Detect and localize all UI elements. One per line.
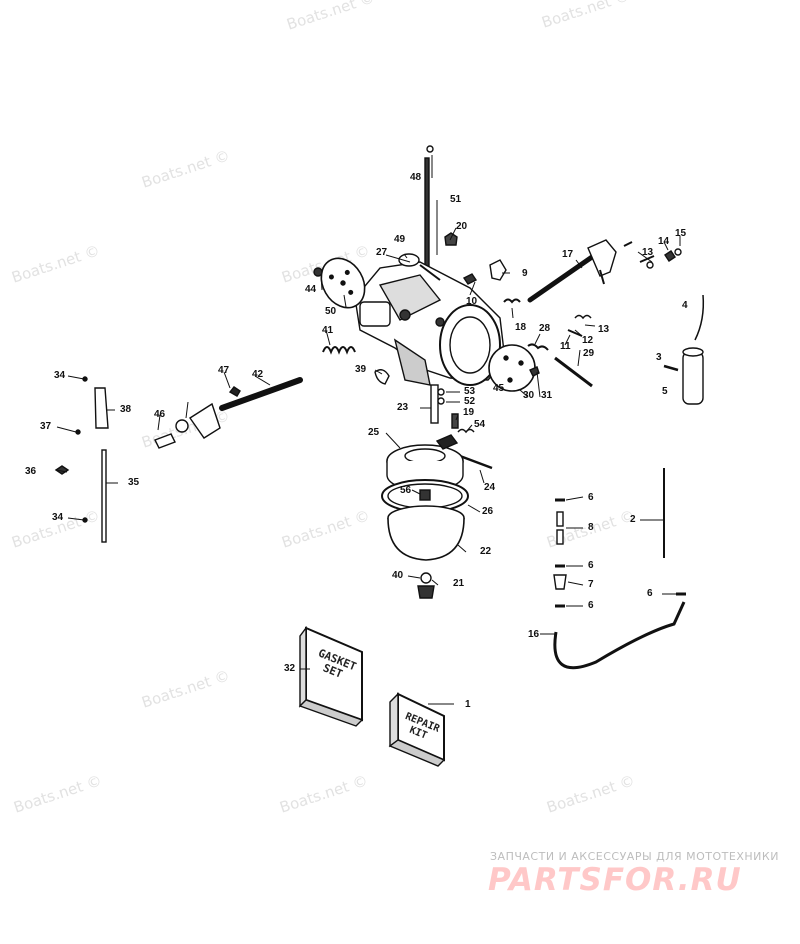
- callout-label: 6: [588, 560, 594, 571]
- diaphragm-part: [320, 257, 366, 309]
- bushing-part: [175, 419, 189, 433]
- callout-label: 29: [583, 348, 595, 359]
- callout-label: 16: [528, 629, 540, 640]
- screw-part: [154, 433, 176, 449]
- callout-label: 1: [465, 699, 471, 710]
- callout-label: 13: [598, 324, 610, 335]
- callout-label: 34: [54, 370, 66, 381]
- hose-part: [556, 511, 564, 527]
- tube-part: [430, 384, 439, 424]
- gasket-set-box: [298, 625, 364, 727]
- callout-label: 15: [675, 228, 687, 239]
- callout-label: 53: [464, 386, 476, 397]
- clip-part: [374, 369, 390, 385]
- shaft-part: [219, 377, 303, 411]
- needle-part: [554, 356, 593, 388]
- callout-label: 17: [562, 249, 574, 260]
- carburetor-body-part: [354, 261, 506, 386]
- fitting-part: [489, 259, 507, 281]
- callout-label: 31: [541, 390, 553, 401]
- hose-part: [553, 601, 686, 670]
- callout-label: 19: [463, 407, 475, 418]
- footer-subtitle: ЗАПЧАСТИ И АКСЕССУАРЫ ДЛЯ МОТОТЕХНИКИ: [490, 850, 779, 863]
- spring-part: [527, 343, 549, 351]
- callout-label: 27: [376, 247, 388, 258]
- pin-part: [459, 454, 493, 470]
- footer-logo: PARTSFOR.RU: [488, 862, 742, 898]
- callout-label: 45: [493, 383, 505, 394]
- callout-label: 10: [466, 296, 478, 307]
- callout-label: 56: [400, 485, 412, 496]
- callout-label: 47: [218, 365, 230, 376]
- callout-label: 12: [582, 335, 594, 346]
- callout-label: 42: [252, 369, 264, 380]
- callout-label: 54: [474, 419, 486, 430]
- callout-label: 35: [128, 477, 140, 488]
- callout-label: 34: [52, 512, 64, 523]
- drain-plug-part: [417, 585, 435, 599]
- link-wire-part: [694, 294, 705, 341]
- callout-label: 6: [588, 492, 594, 503]
- callout-label: 4: [682, 300, 688, 311]
- gasket-part: [462, 273, 478, 285]
- callout-label: 40: [392, 570, 404, 581]
- spring-part: [503, 298, 521, 304]
- callout-label: 48: [410, 172, 422, 183]
- callout-label: 9: [522, 268, 528, 279]
- callout-label: 52: [464, 396, 476, 407]
- callout-label: 23: [397, 402, 409, 413]
- callout-label: 51: [450, 194, 462, 205]
- leader-lines: [55, 155, 681, 705]
- callout-label: 25: [368, 427, 380, 438]
- callout-label: 26: [482, 506, 494, 517]
- clip-part: [228, 386, 241, 397]
- float-bowl-part: [387, 505, 465, 561]
- callout-label: 3: [656, 352, 662, 363]
- callout-label: 41: [322, 325, 334, 336]
- cylinder-part: [682, 351, 704, 405]
- lever-part: [189, 402, 221, 439]
- callout-label: 22: [480, 546, 492, 557]
- callout-label: 30: [523, 390, 535, 401]
- callout-label: 39: [355, 364, 367, 375]
- callout-label: 20: [456, 221, 468, 232]
- screw-part: [313, 267, 323, 277]
- callout-label: 36: [25, 466, 37, 477]
- callout-label: 24: [484, 482, 496, 493]
- callout-label: 32: [284, 663, 296, 674]
- callout-label: 7: [588, 579, 594, 590]
- callout-label: 6: [588, 600, 594, 611]
- jet-part: [419, 489, 431, 501]
- spring-part: [322, 346, 356, 355]
- bracket-part: [94, 387, 109, 429]
- repair-kit-box: [388, 692, 446, 767]
- callout-label: 28: [539, 323, 551, 334]
- callout-label: 2: [630, 514, 636, 525]
- callout-label: 6: [647, 588, 653, 599]
- callout-label: 44: [305, 284, 317, 295]
- callout-label: 14: [658, 236, 670, 247]
- hose-part: [556, 529, 564, 545]
- rod-part: [101, 449, 107, 543]
- fitting-part: [553, 574, 567, 590]
- pin-part: [663, 364, 679, 372]
- callout-label: 46: [154, 409, 166, 420]
- washer-part: [420, 572, 432, 584]
- callout-label: 5: [662, 386, 668, 397]
- callout-label: 38: [120, 404, 132, 415]
- callout-label: 18: [515, 322, 527, 333]
- callout-label: 8: [588, 522, 594, 533]
- screw-part: [664, 250, 676, 262]
- callout-label: 50: [325, 306, 337, 317]
- plug-part: [398, 253, 420, 267]
- callout-label: 21: [453, 578, 465, 589]
- callout-label: 37: [40, 421, 52, 432]
- rod-cap-part: [426, 145, 434, 153]
- lever-part: [587, 239, 617, 277]
- callout-label: 13: [642, 247, 654, 258]
- callout-label: 49: [394, 234, 406, 245]
- callout-label: 11: [560, 341, 571, 352]
